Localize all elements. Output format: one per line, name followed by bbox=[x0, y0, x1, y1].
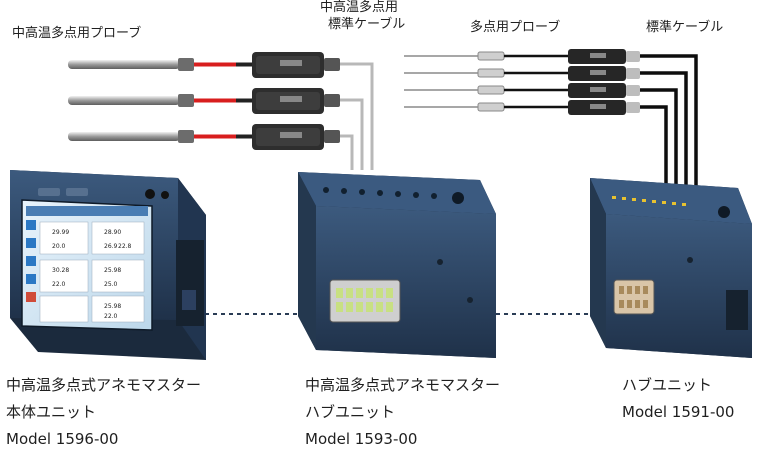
probe-mid-high-1 bbox=[68, 58, 252, 71]
multi-module-4 bbox=[568, 100, 640, 115]
screen-reading-1: 29.99 bbox=[52, 229, 69, 236]
probe-group-multi bbox=[404, 51, 568, 112]
caption-hub-1593-line1: 中高温多点式アネモマスター bbox=[305, 376, 501, 394]
hub-unit-1593 bbox=[298, 172, 496, 358]
caption-hub-1593-line2: ハブユニット bbox=[305, 403, 396, 421]
probe-multi-3 bbox=[404, 85, 568, 95]
screen-reading-10: 25.98 bbox=[104, 303, 121, 310]
caption-hub-1591-model: Model 1591-00 bbox=[622, 403, 735, 421]
caption-main-unit-line2: 本体ユニット bbox=[6, 403, 97, 421]
caption-main-unit-model: Model 1596-00 bbox=[6, 430, 119, 448]
hub-unit-1591 bbox=[590, 178, 752, 358]
screen-reading-4: 28.90 bbox=[104, 229, 121, 236]
label-probe-multi: 多点用プローブ bbox=[470, 20, 561, 35]
cables-mid-high-standard bbox=[340, 62, 374, 170]
converter-module-1 bbox=[252, 52, 340, 78]
converter-module-3 bbox=[252, 124, 340, 150]
probe-multi-1 bbox=[404, 51, 568, 61]
label-cable-mid-high-line2: 標準ケーブル bbox=[328, 17, 406, 32]
probe-mid-high-2 bbox=[68, 94, 252, 107]
screen-reading-5: 22.8 bbox=[118, 243, 132, 250]
probe-multi-4 bbox=[404, 102, 568, 112]
label-cable-standard: 標準ケーブル bbox=[646, 20, 724, 35]
screen-reading-7: 22.0 bbox=[52, 281, 66, 288]
screen-reading-11: 22.0 bbox=[104, 313, 118, 320]
caption-hub-1591-line1: ハブユニット bbox=[622, 376, 713, 394]
cables-standard bbox=[640, 54, 698, 190]
multi-module-2 bbox=[568, 66, 640, 81]
multi-module-1 bbox=[568, 49, 640, 64]
converter-group-mid-high bbox=[252, 52, 340, 150]
converter-module-2 bbox=[252, 88, 340, 114]
main-unit-1596: 29.99 20.0 26.9 28.90 22.8 30.28 22.0 25… bbox=[10, 170, 206, 360]
probe-multi-2 bbox=[404, 68, 568, 78]
screen-reading-3: 26.9 bbox=[104, 243, 118, 250]
converter-group-multi bbox=[568, 49, 640, 115]
screen-reading-9: 25.0 bbox=[104, 281, 118, 288]
multi-module-3 bbox=[568, 83, 640, 98]
probe-mid-high-3 bbox=[68, 130, 252, 143]
screen-reading-2: 20.0 bbox=[52, 243, 66, 250]
probe-group-mid-high bbox=[68, 58, 252, 143]
caption-hub-1593-model: Model 1593-00 bbox=[305, 430, 418, 448]
caption-main-unit-line1: 中高温多点式アネモマスター bbox=[6, 376, 202, 394]
screen-reading-6: 30.28 bbox=[52, 267, 69, 274]
label-probe-mid-high: 中高温多点用プローブ bbox=[12, 26, 142, 41]
screen-reading-8: 25.98 bbox=[104, 267, 121, 274]
label-cable-mid-high-line1: 中高温多点用 bbox=[320, 0, 399, 15]
